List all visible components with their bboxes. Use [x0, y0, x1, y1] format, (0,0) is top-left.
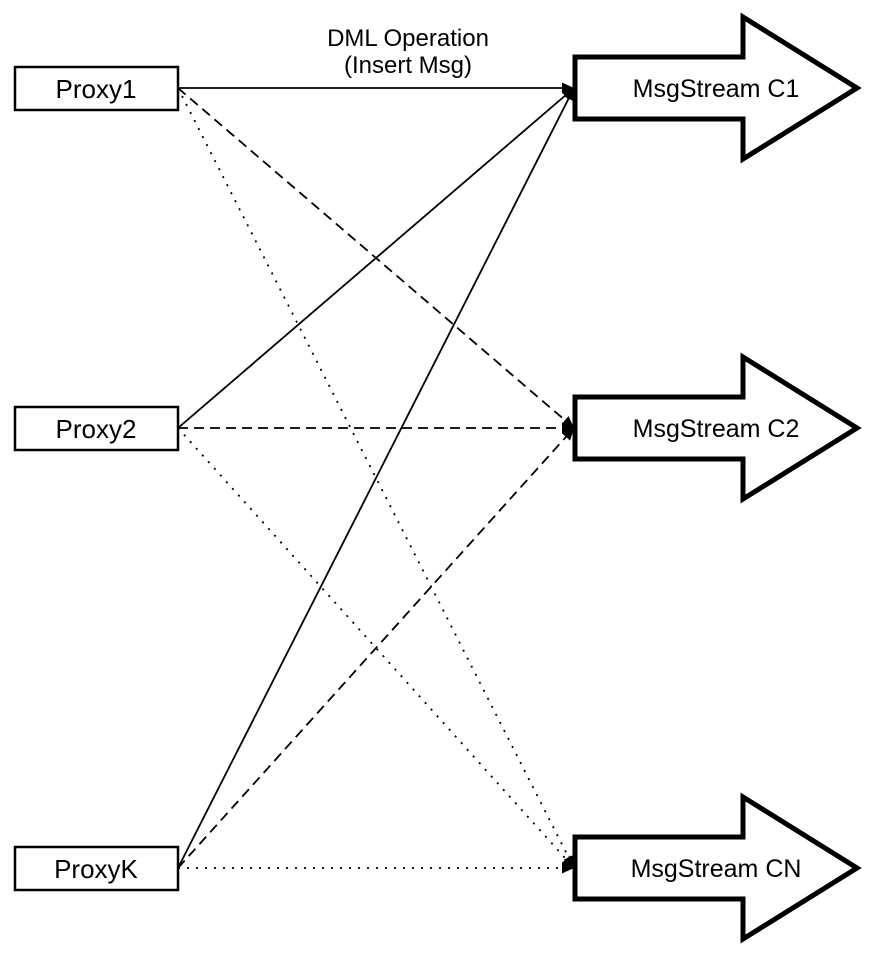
- msgstream-c2-arrow-shape: [572, 352, 862, 504]
- msgstream-c2-node: MsgStream C2: [572, 352, 862, 504]
- proxy1-node: Proxy1: [13, 65, 180, 112]
- proxyk-label: ProxyK: [54, 854, 138, 884]
- connector-proxy1-to-msgstream-cn: [177, 87, 575, 869]
- proxy2-node: Proxy2: [13, 405, 180, 452]
- msgstream-c1-label: MsgStream C1: [633, 75, 800, 103]
- connector-layer: [177, 82, 575, 874]
- connector-proxyk-to-msgstream-c1: [177, 87, 575, 869]
- msgstream-cn-arrow-shape: [572, 792, 862, 944]
- connector-proxyk-to-msgstream-c2: [177, 427, 575, 869]
- proxy1-box: [13, 65, 180, 112]
- proxy2-box: [13, 405, 180, 452]
- diagram-title-line2: (Insert Msg): [344, 52, 472, 79]
- msgstream-cn-label: MsgStream CN: [631, 855, 802, 883]
- msgstream-c2-label: MsgStream C2: [633, 415, 800, 443]
- msgstream-c1-node: MsgStream C1: [572, 12, 862, 164]
- msgstream-cn-node: MsgStream CN: [572, 792, 862, 944]
- proxy2-label: Proxy2: [56, 414, 137, 444]
- msgstream-c1-arrow-shape: [572, 12, 862, 164]
- proxyk-box: [13, 845, 180, 892]
- proxy1-label: Proxy1: [56, 74, 137, 104]
- proxyk-node: ProxyK: [13, 845, 180, 892]
- connector-proxy2-to-msgstream-c1: [177, 87, 575, 429]
- diagram-title-line1: DML Operation: [327, 25, 489, 52]
